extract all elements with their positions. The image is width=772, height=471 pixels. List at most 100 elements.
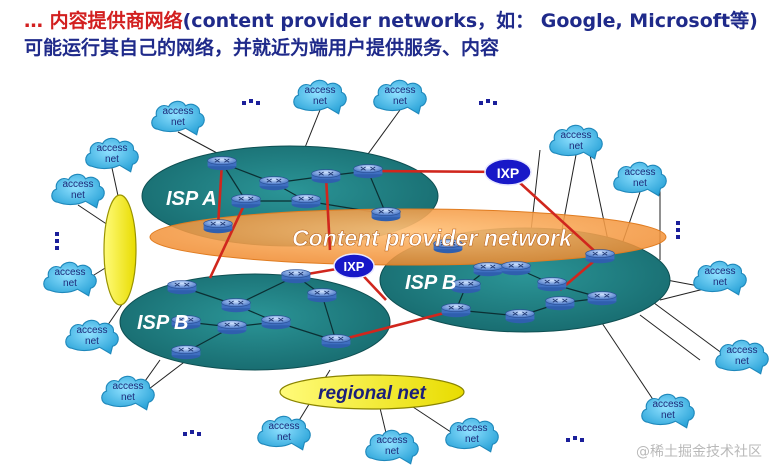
access-net-label: access [456, 423, 487, 434]
ellipsis-dot [676, 221, 680, 225]
router-icon [203, 219, 233, 234]
router-icon [321, 334, 351, 349]
ellipsis-dot [183, 432, 187, 436]
router-icon [261, 315, 291, 330]
regional-net-label: regional net [318, 383, 426, 404]
svg-text:net: net [63, 278, 77, 289]
slide-title: … 内容提供商网络(content provider networks，如： G… [24, 8, 764, 62]
ellipsis-dot [249, 99, 253, 103]
ixp-top-label: IXP [497, 165, 520, 181]
ellipsis-dot [573, 436, 577, 440]
svg-text:net: net [713, 277, 727, 288]
access-net-label: access [652, 399, 683, 410]
left-regional-ellipse [103, 194, 137, 306]
access-net-label: access [726, 345, 757, 356]
svg-text:net: net [735, 356, 749, 367]
ellipsis-dot [479, 101, 483, 105]
access-net-label: access [304, 85, 335, 96]
svg-text:net: net [171, 117, 185, 128]
access-nets: accessnetaccessnetaccessnetaccessnetacce… [43, 79, 769, 465]
title-prefix: … 内容提供商网络 [24, 10, 183, 32]
isp-b-right-label: ISP B [405, 272, 457, 294]
svg-text:net: net [277, 432, 291, 443]
svg-text:net: net [465, 434, 479, 445]
access-net-label: access [560, 130, 591, 141]
router-icon [207, 156, 237, 171]
ellipsis-dot [190, 430, 194, 434]
isp-b-left-label: ISP B [137, 312, 189, 334]
svg-text:net: net [105, 154, 119, 165]
router-icon [501, 261, 531, 276]
ellipsis-markers [55, 99, 680, 442]
access-net-label: access [112, 381, 143, 392]
svg-text:net: net [71, 190, 85, 201]
router-icon [505, 309, 535, 324]
svg-text:net: net [661, 410, 675, 421]
access-net-label: access [76, 325, 107, 336]
access-net-label: access [624, 167, 655, 178]
router-icon [353, 164, 383, 179]
router-icon [281, 269, 311, 284]
ellipsis-dot [486, 99, 490, 103]
router-icon [307, 288, 337, 303]
svg-text:net: net [385, 446, 399, 457]
svg-text:net: net [393, 96, 407, 107]
router-icon [167, 280, 197, 295]
ellipsis-dot [197, 432, 201, 436]
router-icon [259, 176, 289, 191]
ellipsis-dot [493, 101, 497, 105]
cpn-label: Content provider network [292, 225, 573, 251]
content-provider-network [149, 208, 667, 266]
router-icon [587, 291, 617, 306]
svg-text:net: net [633, 178, 647, 189]
ixp-top: IXP [484, 158, 532, 186]
access-net-label: access [376, 435, 407, 446]
svg-text:net: net [85, 336, 99, 347]
access-net-label: access [62, 179, 93, 190]
router-icon [221, 298, 251, 313]
access-net-label: access [54, 267, 85, 278]
ellipsis-dot [242, 101, 246, 105]
router-icon [545, 296, 575, 311]
ellipsis-dot [566, 438, 570, 442]
router-icon [217, 320, 247, 335]
ellipsis-dot [256, 101, 260, 105]
ellipsis-dot [676, 235, 680, 239]
ellipsis-dot [55, 239, 59, 243]
ixp-mid: IXP [333, 253, 375, 279]
svg-text:net: net [569, 141, 583, 152]
router-icon [537, 277, 567, 292]
access-net-label: access [384, 85, 415, 96]
ellipsis-dot [55, 232, 59, 236]
router-icon [441, 303, 471, 318]
svg-text:net: net [121, 392, 135, 403]
router-icon [291, 194, 321, 209]
isp-a-label: ISP A [166, 188, 217, 210]
router-icon [311, 169, 341, 184]
ellipsis-dot [676, 228, 680, 232]
access-net-label: access [162, 106, 193, 117]
router-icon [473, 262, 503, 277]
router-icon [371, 207, 401, 222]
regional-net [279, 374, 465, 410]
router-icon [231, 194, 261, 209]
ixp-mid-label: IXP [344, 259, 365, 274]
access-net-label: access [96, 143, 127, 154]
router-icon [585, 249, 615, 264]
